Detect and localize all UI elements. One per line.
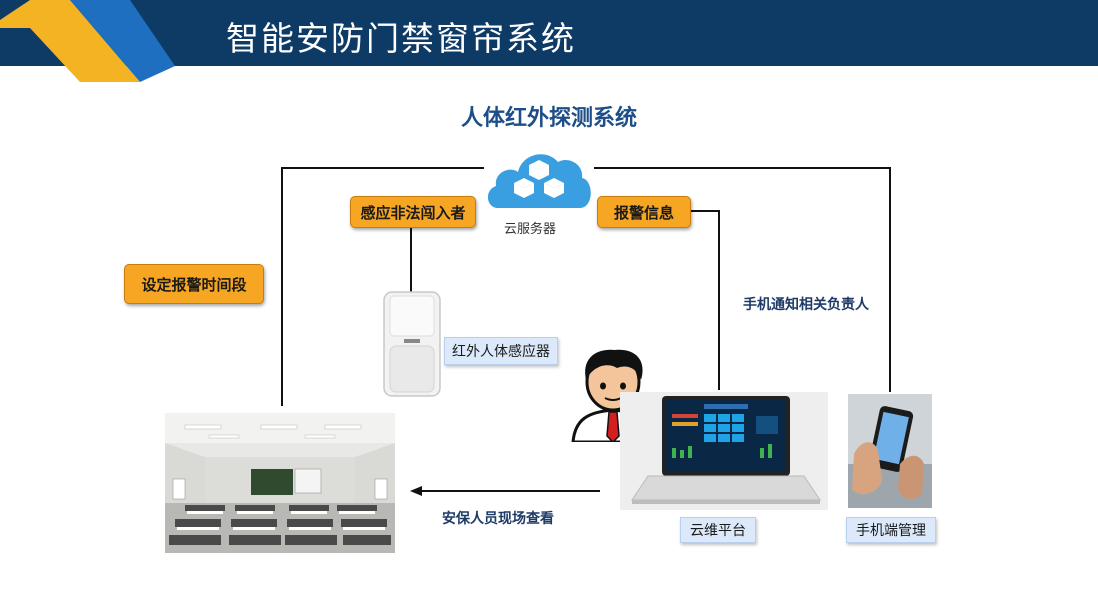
phone-management-image [848,394,932,508]
header-bar [0,0,1098,66]
cloud-server-icon [487,154,591,208]
page-title: 智能安防门禁窗帘系统 [226,19,576,58]
alarm-info-box: 报警信息 [597,196,691,228]
cloud-platform-label: 云维平台 [680,517,756,543]
classroom-image [165,413,395,553]
set-alarm-period-box: 设定报警时间段 [124,264,264,304]
security-check-label: 安保人员现场查看 [442,511,554,527]
ir-sensor-label: 红外人体感应器 [444,337,558,365]
notify-responsible-label: 手机通知相关负责人 [743,297,869,313]
cloud-server-caption: 云服务器 [504,222,557,237]
sense-intrusion-box: 感应非法闯入者 [350,196,476,228]
cloud-platform-laptop-image [620,392,828,510]
header-decoration [0,0,175,82]
diagram-title: 人体红外探测系统 [460,106,637,131]
phone-management-label: 手机端管理 [846,517,936,543]
infrared-sensor-icon [383,291,441,397]
